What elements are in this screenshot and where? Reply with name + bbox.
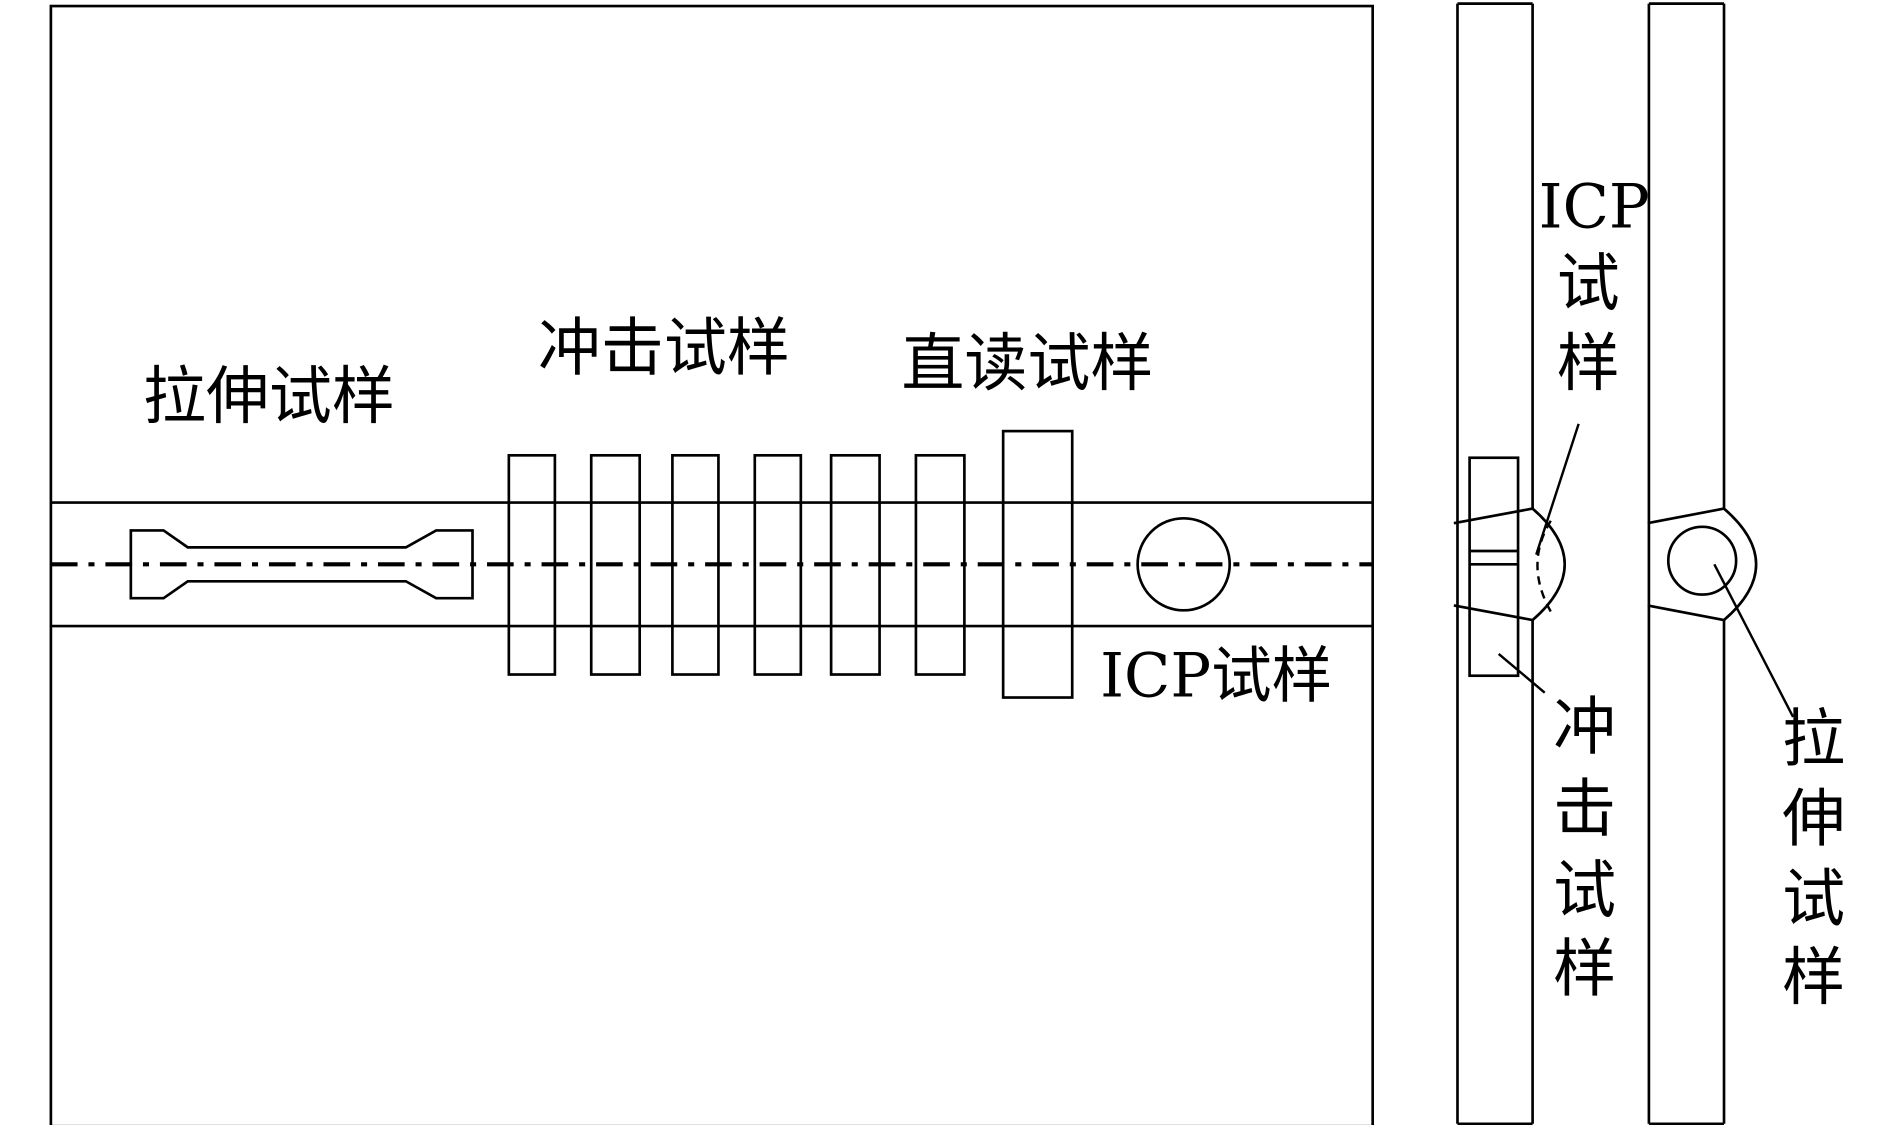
impact-label-char: 样 (1553, 933, 1616, 1006)
icp-label: ICP试样 (1100, 641, 1332, 711)
side-view-2: 拉 伸 试 样 (1647, 2, 1845, 1125)
weld-profile (1453, 507, 1566, 622)
icp-specimen (1136, 516, 1232, 612)
plan-view: 拉伸试样 冲击试样 直读试样 ICP试样 (49, 4, 1375, 1125)
direct-read-specimen (1001, 429, 1074, 699)
tensile-label: 拉伸试样 (143, 360, 395, 433)
impact-label-char: 试 (1553, 854, 1616, 927)
icp-label-line: ICP (1539, 173, 1650, 243)
tensile-label-char: 伸 (1782, 782, 1845, 855)
impact-specimen-section (1468, 456, 1520, 678)
weld-profile (1647, 507, 1758, 622)
direct-read-label: 直读试样 (901, 327, 1153, 400)
impact-specimen (589, 453, 642, 676)
impact-specimen (829, 453, 881, 676)
icp-leader (1535, 423, 1580, 556)
impact-label-char: 击 (1553, 773, 1616, 846)
icp-label-line: 样 (1557, 327, 1620, 400)
impact-specimen (914, 453, 966, 676)
impact-specimen (753, 453, 803, 676)
icp-label-line: 试 (1557, 247, 1620, 320)
tensile-label-char: 样 (1782, 941, 1845, 1014)
icp-dashed-arc (1536, 520, 1552, 613)
tensile-label-char: 拉 (1782, 703, 1845, 776)
tensile-specimen-section (1666, 525, 1738, 596)
impact-specimen (507, 453, 557, 676)
impact-leader (1497, 653, 1546, 694)
tensile-label-char: 试 (1782, 862, 1845, 935)
impact-label-char: 冲 (1553, 690, 1616, 763)
side-view-1: ICP 试 样 冲 击 试 样 (1453, 2, 1650, 1125)
impact-specimen (671, 453, 720, 676)
impact-label: 冲击试样 (538, 311, 790, 384)
tensile-leader (1713, 563, 1795, 718)
tensile-specimen (129, 529, 474, 600)
